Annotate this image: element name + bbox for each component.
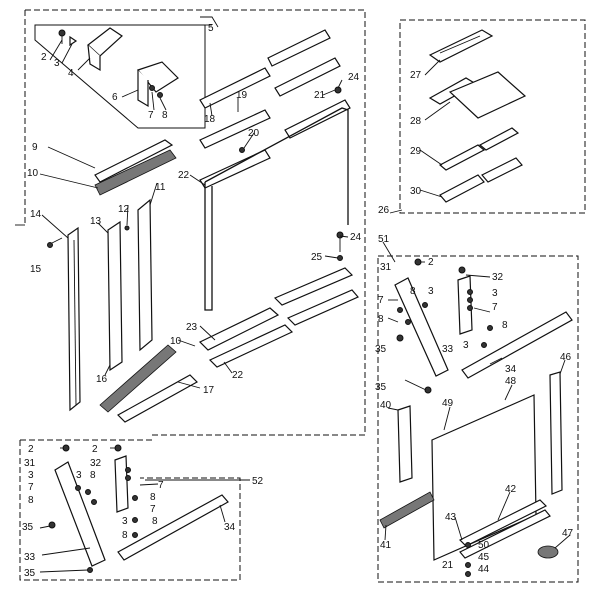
label-5: 5 [208,23,214,34]
corner-bracket-assembly [58,24,212,108]
label-18: 18 [204,114,216,125]
label-8: 8 [378,314,384,325]
right-panel-group-box [377,255,579,583]
label-16: 16 [96,374,108,385]
label-7: 7 [148,110,154,121]
top-right-parts [428,29,527,203]
part-number-labels: 2 3 4 5 6 7 8 9 10 11 12 13 14 15 16 17 … [22,23,574,579]
label-8: 8 [152,516,158,527]
label-7: 7 [378,295,384,306]
label-22: 22 [232,370,244,381]
top-right-parts-box [399,19,586,214]
label-8: 8 [90,470,96,481]
label-10: 10 [170,336,182,347]
label-25: 25 [311,252,323,263]
label-48: 48 [505,376,517,387]
label-43: 43 [445,512,457,523]
label-35: 35 [24,568,36,579]
label-8: 8 [28,495,34,506]
label-52: 52 [252,476,264,487]
label-35: 35 [375,344,387,355]
label-28: 28 [410,116,422,127]
label-51: 51 [378,234,390,245]
label-34: 34 [505,364,517,375]
label-2: 2 [428,257,434,268]
label-13: 13 [90,216,102,227]
center-frame-parts [198,29,359,368]
label-22: 22 [178,170,190,181]
label-40: 40 [380,400,392,411]
label-4: 4 [68,68,74,79]
label-21: 21 [442,560,454,571]
label-8: 8 [150,492,156,503]
label-35: 35 [22,522,34,533]
label-3: 3 [54,58,60,69]
label-23: 23 [186,322,198,333]
label-21: 21 [314,90,326,101]
label-33: 33 [442,344,454,355]
label-19: 19 [236,90,248,101]
label-8: 8 [410,286,416,297]
label-14: 14 [30,209,42,220]
label-31: 31 [24,458,36,469]
label-29: 29 [410,146,422,157]
right-panel-parts [379,258,573,577]
label-10: 10 [27,168,39,179]
label-3: 3 [28,470,34,481]
label-46: 46 [560,352,572,363]
label-6: 6 [112,92,118,103]
bottom-left-parts [48,444,229,573]
label-7: 7 [28,482,34,493]
label-41: 41 [380,540,392,551]
label-3: 3 [463,340,469,351]
label-34: 34 [224,522,236,533]
label-8: 8 [122,530,128,541]
label-3: 3 [122,516,128,527]
label-9: 9 [32,142,38,153]
label-17: 17 [203,385,215,396]
label-2: 2 [28,444,34,455]
label-35: 35 [375,382,387,393]
label-24: 24 [348,72,360,83]
label-26: 26 [378,205,390,216]
label-49: 49 [442,398,454,409]
label-42: 42 [505,484,517,495]
label-3: 3 [76,470,82,481]
left-frame-parts [47,139,198,423]
label-7: 7 [150,504,156,515]
label-27: 27 [410,70,422,81]
label-50: 50 [478,540,490,551]
bottom-left-group-box [19,439,241,581]
label-7: 7 [492,302,498,313]
label-2: 2 [92,444,98,455]
leader-lines [39,16,571,573]
label-12: 12 [118,204,130,215]
label-20: 20 [248,128,260,139]
label-8: 8 [502,320,508,331]
label-44: 44 [478,564,490,575]
label-3: 3 [428,286,434,297]
label-33: 33 [24,552,36,563]
main-frame-group-box [24,9,366,436]
label-32: 32 [492,272,504,283]
label-7: 7 [158,480,164,491]
label-3: 3 [492,288,498,299]
label-24: 24 [350,232,362,243]
label-2: 2 [41,52,47,63]
label-15: 15 [30,264,42,275]
label-47: 47 [562,528,574,539]
label-31: 31 [380,262,392,273]
label-45: 45 [478,552,490,563]
label-32: 32 [90,458,102,469]
label-11: 11 [155,182,166,193]
bracket-sub-box [34,24,206,129]
label-30: 30 [410,186,422,197]
label-8: 8 [162,110,168,121]
